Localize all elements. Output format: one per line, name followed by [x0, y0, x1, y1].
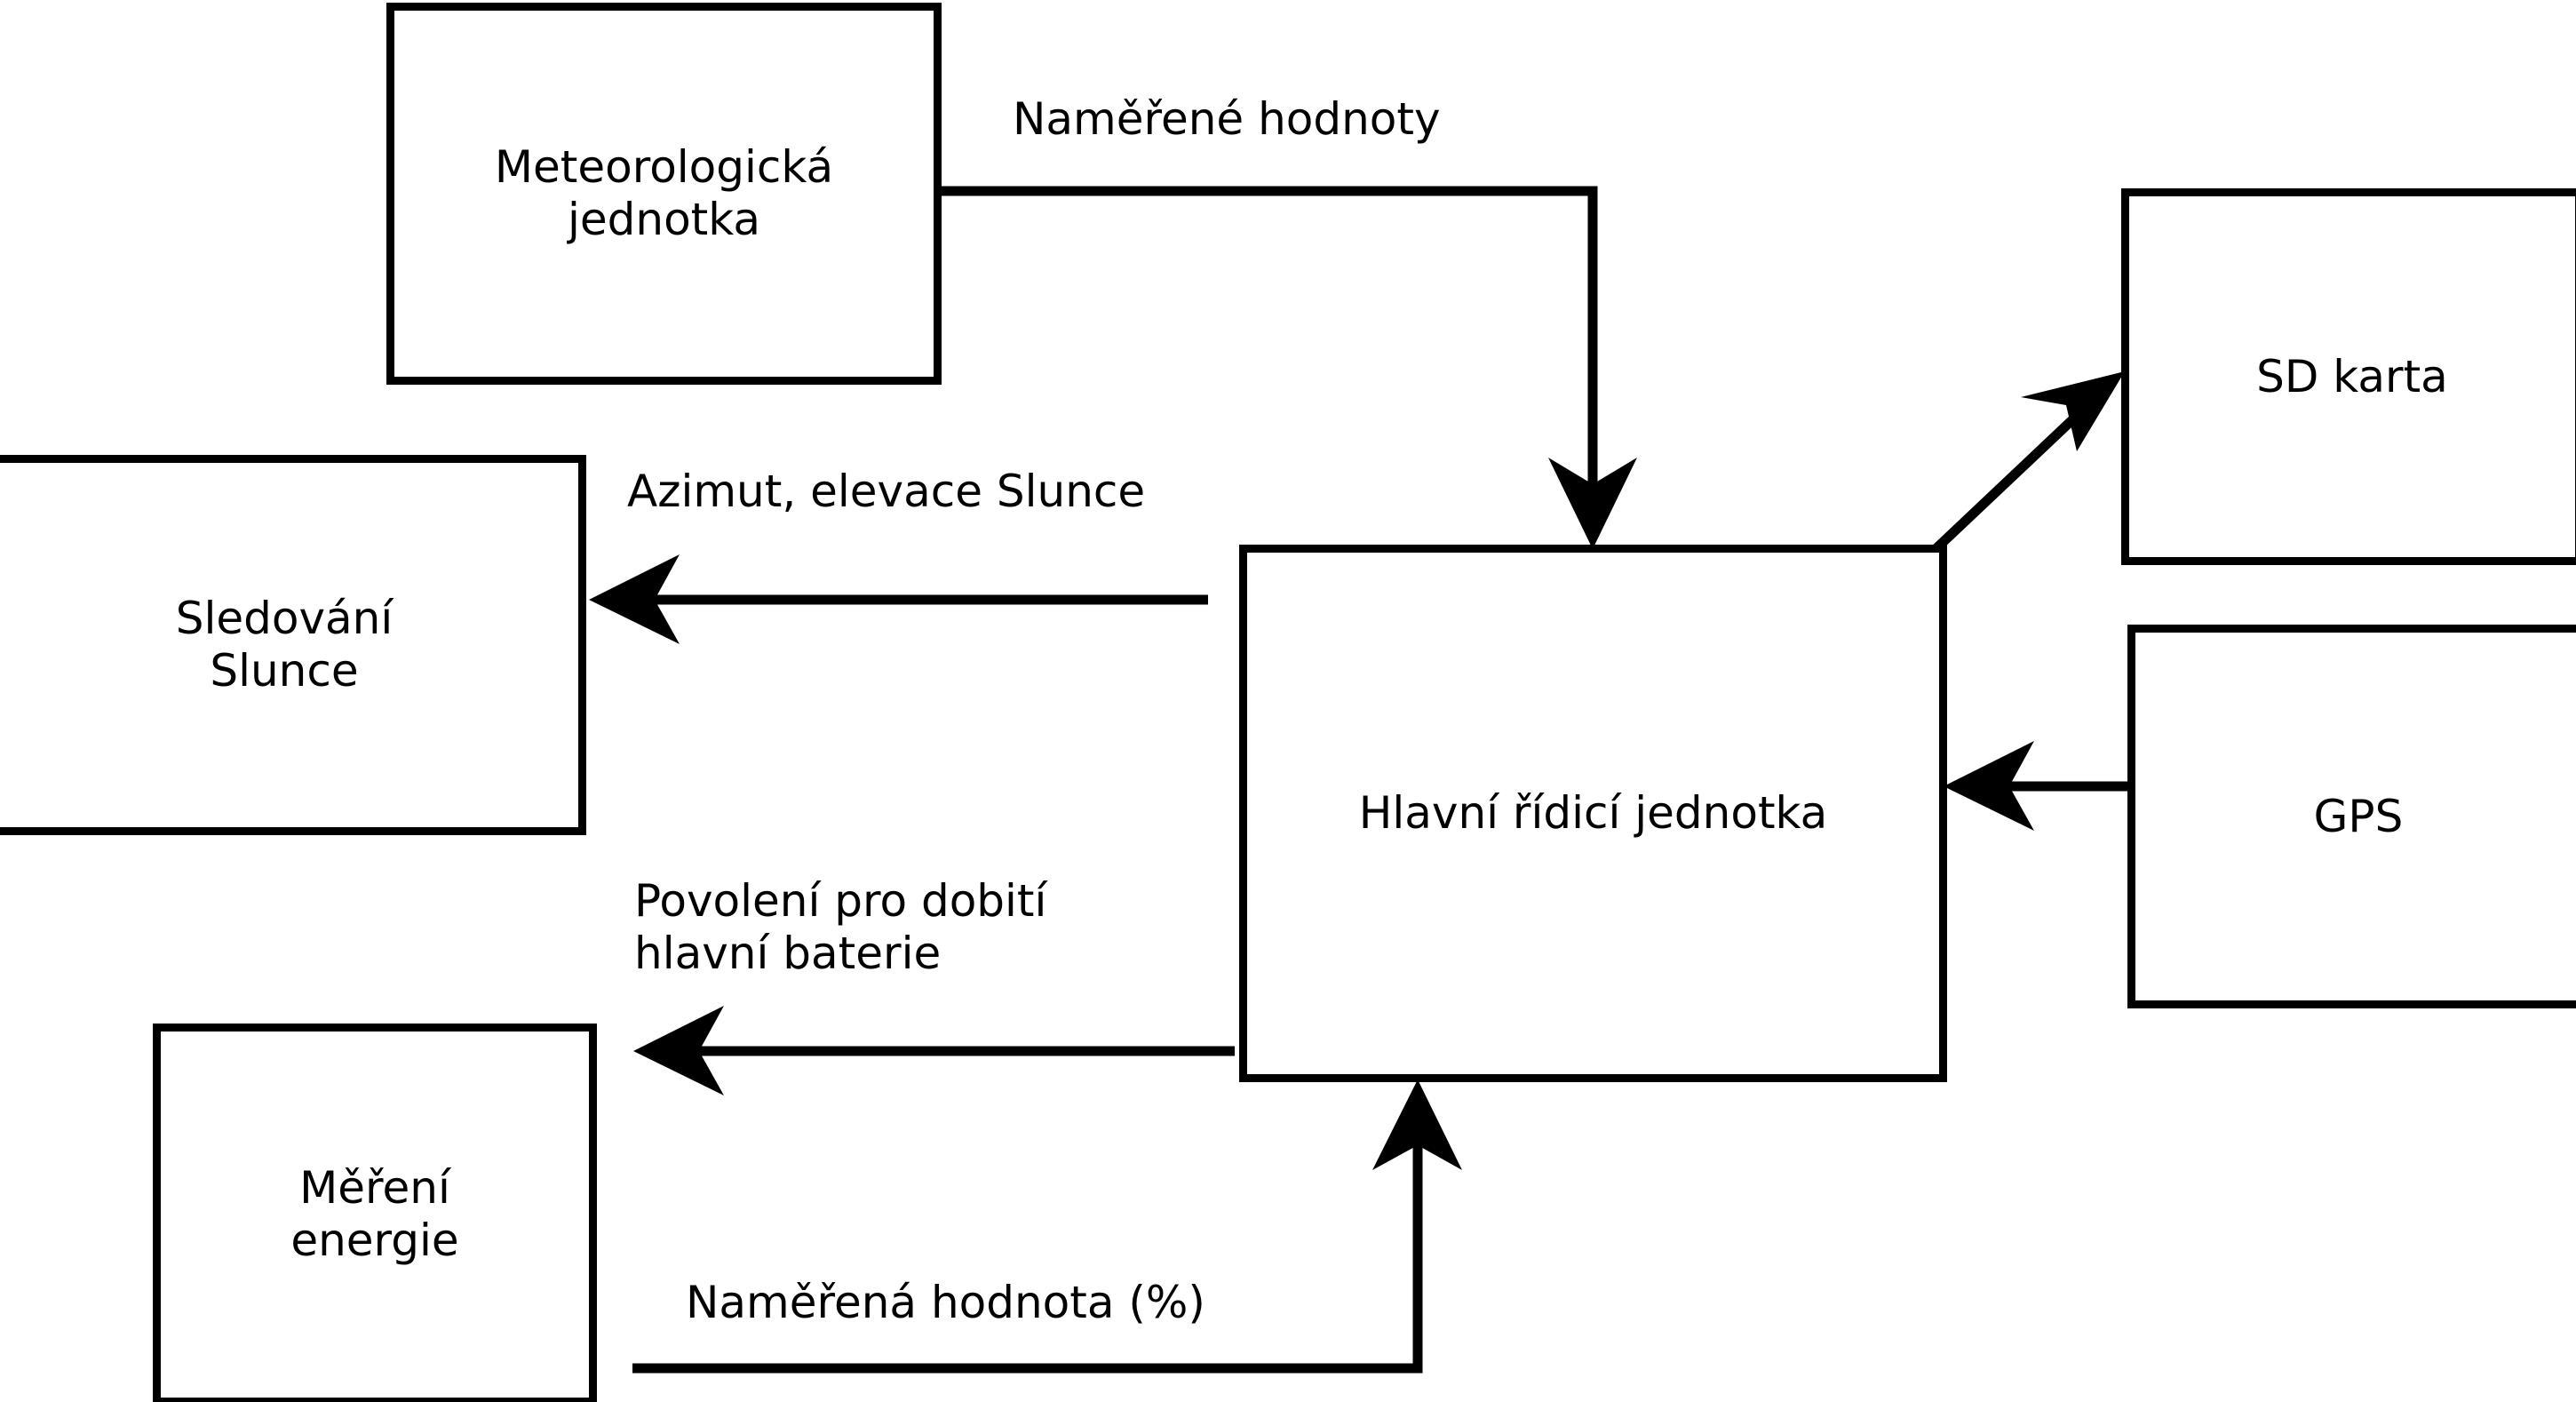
edge-label-namerena-hodnota-procenta: Naměřená hodnota (%)	[686, 1277, 1205, 1328]
edge-label-azimut-elevace-slunce: Azimut, elevace Slunce	[627, 466, 1146, 517]
edge-label-namerene-hodnoty: Naměřené hodnoty	[1013, 93, 1441, 145]
edge-label-povoleni-pro-dobiti: Povolení pro dobití hlavní baterie	[634, 875, 1047, 979]
node-label-main: Hlavní řídicí jednotka	[1358, 787, 1828, 839]
node-label-sdcard: SD karta	[2256, 350, 2448, 402]
edge-main-to-energy	[633, 1006, 1235, 1095]
node-meteorologicka-jednotka[interactable]: Meteorologická jednotka	[386, 3, 942, 385]
node-label-gps: GPS	[2313, 790, 2404, 842]
edge-main-to-tracking	[589, 554, 1208, 644]
node-label-tracking: Sledování Slunce	[175, 593, 394, 697]
edge-main-to-sdcard	[1931, 371, 2125, 554]
node-hlavni-ridici-jednotka[interactable]: Hlavní řídicí jednotka	[1239, 545, 1947, 1082]
node-sledovani-slunce[interactable]: Sledování Slunce	[0, 455, 586, 835]
node-label-meteo: Meteorologická jednotka	[494, 141, 834, 245]
node-gps[interactable]: GPS	[2127, 625, 2576, 1008]
node-sd-karta[interactable]: SD karta	[2121, 188, 2576, 565]
node-mereni-energie[interactable]: Měření energie	[153, 1024, 597, 1402]
node-label-energy: Měření energie	[290, 1162, 459, 1266]
edge-gps-to-main	[1944, 741, 2130, 831]
